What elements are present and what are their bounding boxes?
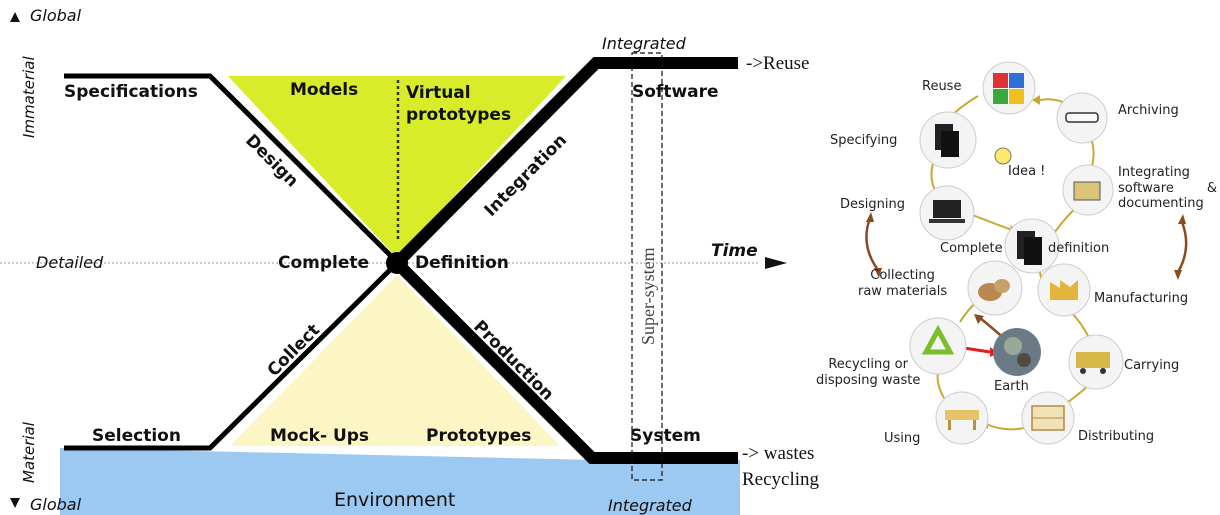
definition-cycle-label: definition (1048, 241, 1110, 256)
complete-cycle-label: Complete (940, 241, 1003, 256)
prototypes-label: Prototypes (426, 426, 532, 446)
production-line (392, 258, 738, 464)
mockups-label: Mock- Ups (270, 426, 370, 446)
global-up-arrow (10, 12, 20, 22)
axis-top-label: Global (30, 6, 82, 25)
archiving-label: Archiving (1118, 103, 1179, 118)
super-system-label: Super-system (638, 247, 658, 345)
recycling-label: Recycling (742, 469, 820, 490)
immaterial-label: Immaterial (20, 56, 38, 138)
prototypes-triangle (230, 275, 560, 446)
designing-label: Designing (840, 197, 905, 212)
cycle-nodes (909, 61, 1124, 445)
manufacturing-label: Manufacturing (1094, 291, 1189, 306)
design-line (64, 73, 399, 264)
global-down-arrow (10, 498, 20, 508)
selection-label: Selection (92, 426, 181, 446)
recycling-node (909, 317, 967, 375)
red-arrow (963, 346, 991, 354)
integrating-label: Integrating software & documenting (1118, 165, 1218, 212)
recycling-cycle-label: Recycling or disposing waste (816, 357, 921, 388)
idea-label: Idea ! (1008, 164, 1046, 179)
idea-bulb (994, 147, 1012, 165)
models-label: Models (290, 80, 359, 100)
distributing-label: Distributing (1078, 429, 1155, 444)
detailed-label: Detailed (36, 253, 104, 272)
environment-band (60, 448, 740, 515)
time-arrow (765, 257, 787, 269)
specifying-label: Specifying (830, 133, 898, 148)
environment-label: Environment (334, 489, 456, 511)
integrated-top-label: Integrated (602, 34, 686, 53)
super-system-box (631, 52, 663, 481)
time-label: Time (711, 241, 758, 261)
reuse-arrow-label: ->Reuse (746, 53, 810, 74)
axis-bottom-label: Global (30, 495, 82, 514)
carrying-label: Carrying (1124, 358, 1180, 373)
definition-label: Definition (415, 253, 509, 273)
collecting-label: Collecting raw materials (858, 268, 948, 299)
software-label: Software (632, 82, 719, 102)
integration-line (392, 57, 738, 268)
integrated-bottom-label: Integrated (608, 496, 692, 515)
specifications-label: Specifications (64, 82, 198, 102)
collect-line (64, 261, 399, 451)
system-label: System (630, 426, 701, 446)
reuse-cycle-label: Reuse (922, 79, 962, 94)
brown-arrowheads (866, 212, 1186, 324)
material-label: Material (20, 422, 38, 483)
wastes-arrow-label: -> wastes (742, 443, 815, 464)
center-node (386, 252, 408, 274)
using-label: Using (884, 431, 921, 446)
virtual-prototypes-label: Virtual prototypes (406, 83, 512, 126)
complete-label: Complete (278, 253, 370, 273)
earth-label: Earth (994, 379, 1029, 394)
